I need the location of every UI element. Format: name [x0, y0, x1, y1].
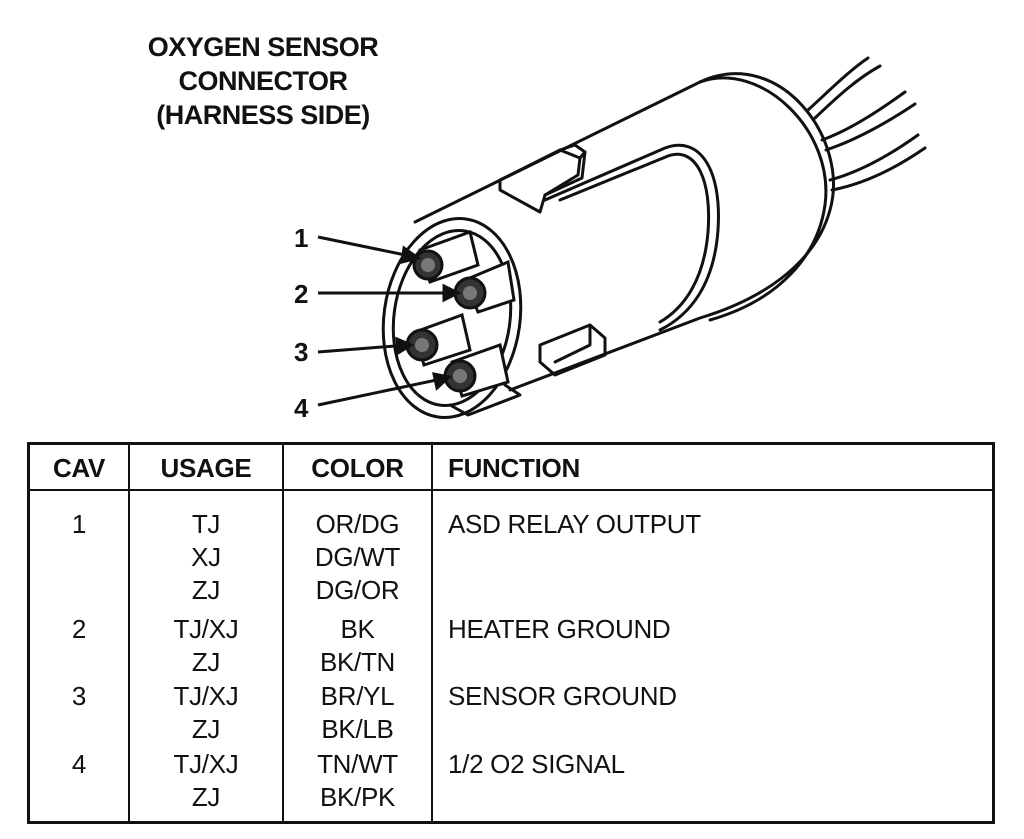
terminal-1 — [412, 230, 480, 284]
header-cav: CAV — [52, 453, 106, 483]
pin-label-2: 2 — [294, 279, 308, 309]
terminal-3 — [405, 313, 472, 367]
title-line-1: OXYGEN SENSOR — [147, 32, 379, 62]
cell-color: BK/PK — [319, 782, 396, 812]
cell-color: BR/YL — [320, 681, 395, 711]
leader-line-4 — [317, 376, 447, 407]
cell-color: DG/WT — [314, 542, 401, 572]
cell-usage: ZJ — [191, 782, 221, 812]
cell-color: BK — [340, 614, 375, 644]
cell-color: DG/OR — [315, 575, 400, 605]
cell-cav: 1 — [71, 509, 87, 539]
header-divider — [30, 489, 992, 491]
leader-line-1 — [317, 235, 416, 259]
pin-terminals — [405, 230, 516, 398]
connector-rear-cap — [698, 76, 828, 322]
column-divider — [128, 445, 130, 821]
cell-color: TN/WT — [317, 749, 398, 779]
cell-usage: TJ/XJ — [173, 614, 239, 644]
pinout-table: CAV USAGE COLOR FUNCTION 1 TJ OR/DG ASD REL… — [27, 442, 995, 824]
connector-illustration: 1 2 3 4 — [294, 56, 927, 423]
header-color: COLOR — [311, 453, 404, 483]
cell-usage: XJ — [191, 542, 221, 572]
cell-color: BK/TN — [319, 647, 396, 677]
cell-usage: ZJ — [191, 575, 221, 605]
cell-cav: 3 — [71, 681, 87, 711]
latch-tab — [498, 148, 582, 214]
cell-usage: ZJ — [191, 714, 221, 744]
cell-function: HEATER GROUND — [448, 614, 671, 644]
cell-function: 1/2 O2 SIGNAL — [448, 749, 625, 779]
cell-usage: ZJ — [191, 647, 221, 677]
column-divider — [282, 445, 284, 821]
header-function: FUNCTION — [448, 453, 580, 483]
cell-function: SENSOR GROUND — [448, 681, 677, 711]
terminal-2 — [453, 259, 516, 314]
pin-label-1: 1 — [294, 223, 308, 253]
key-tab — [538, 323, 607, 377]
cell-usage: TJ/XJ — [173, 681, 239, 711]
harness-wires — [806, 56, 927, 192]
latch-channel — [543, 143, 720, 332]
terminal-4 — [443, 343, 510, 398]
cell-color: BK/LB — [321, 714, 394, 744]
cell-cav: 4 — [71, 749, 87, 779]
cell-usage: TJ/XJ — [173, 749, 239, 779]
connector-body — [413, 72, 835, 392]
leader-line-3 — [317, 343, 409, 354]
cell-function: ASD RELAY OUTPUT — [448, 509, 701, 539]
column-divider — [431, 445, 433, 821]
title-line-2: CONNECTOR — [178, 66, 348, 96]
title-line-3: (HARNESS SIDE) — [156, 100, 370, 130]
cell-usage: TJ — [191, 509, 221, 539]
pin-label-3: 3 — [294, 337, 308, 367]
header-usage: USAGE — [160, 453, 252, 483]
connector-front-face — [381, 217, 523, 419]
cell-cav: 2 — [71, 614, 87, 644]
diagram-title: OXYGEN SENSOR CONNECTOR (HARNESS SIDE) — [118, 30, 408, 132]
pin-label-4: 4 — [294, 393, 309, 423]
cell-color: OR/DG — [315, 509, 400, 539]
